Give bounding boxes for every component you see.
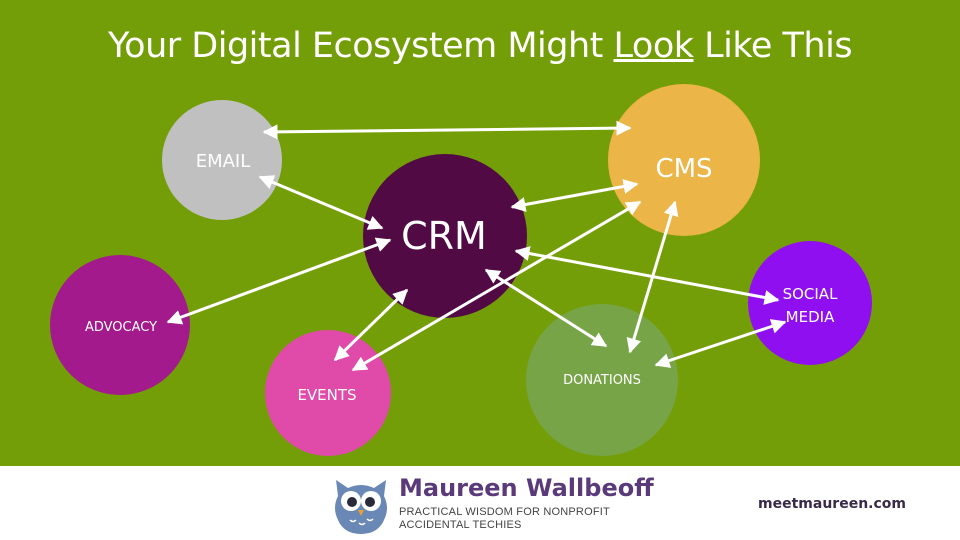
connector-cms-events <box>351 200 642 372</box>
label-email: EMAIL <box>196 151 251 172</box>
owl-logo-icon <box>335 480 387 534</box>
title-emphasis: Look <box>613 26 694 66</box>
node-advocacy[interactable] <box>50 255 190 395</box>
label-crm: CRM <box>401 214 487 258</box>
label-social-line1: SOCIAL <box>783 285 838 303</box>
tagline-line2: ACCIDENTAL TECHIES <box>399 519 522 531</box>
label-events: EVENTS <box>297 386 356 404</box>
footer-bar <box>0 466 960 540</box>
label-social-line2: MEDIA <box>786 308 835 326</box>
tagline-line1: PRACTICAL WISDOM FOR NONPROFIT <box>399 506 610 518</box>
label-advocacy: ADVOCACY <box>85 320 157 335</box>
node-cms[interactable] <box>608 84 760 236</box>
connector-email-cms <box>262 120 632 140</box>
connector-social-donations <box>654 319 787 368</box>
node-social-media[interactable] <box>748 241 872 365</box>
website-url[interactable]: meetmaureen.com <box>758 496 906 512</box>
title-before: Your Digital Ecosystem Might <box>107 26 614 66</box>
brand-name: Maureen Wallbeoff <box>399 474 654 502</box>
slide-title: Your Digital Ecosystem Might Look Like T… <box>0 22 960 70</box>
connector-cms-donations <box>626 200 679 354</box>
ecosystem-diagram: EMAIL CMS CRM SOCIAL MEDIA ADVOCACY EVEN… <box>0 0 960 466</box>
label-cms: CMS <box>655 154 712 184</box>
title-after: Like This <box>693 26 853 66</box>
label-donations: DONATIONS <box>563 373 641 388</box>
node-email[interactable] <box>162 100 282 220</box>
